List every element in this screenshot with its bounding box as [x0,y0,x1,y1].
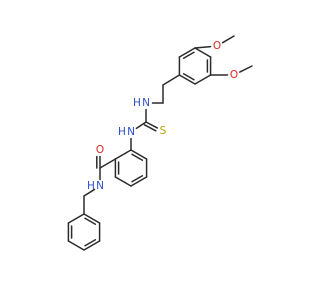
bond-ar2_c4-ar2_c5 [114,176,132,187]
bond-ar1_c3-ch2_a [162,74,181,86]
bond-cs-s-second [143,124,157,132]
atom-o1: O [213,40,221,52]
bond-ar3_c1-ar3_c2 [83,213,101,224]
atom-s: S [160,125,167,137]
bond-ar1_c1-ar1_c2 [178,47,196,58]
atom-hydrogen-nh3: H [87,180,95,192]
atom-hydrogen-nh1: H [133,97,141,109]
bond-ar3_c6-ar3_c1 [67,213,85,224]
atom-label-nh3: N [96,180,104,192]
bond-ar3_c3-ar3_c4-inner [84,238,97,247]
atom-label-o1: O [213,40,221,52]
bond-o2-methyl2 [239,65,253,73]
atom-nh1: NH [133,97,150,109]
atom-label-nh1: N [142,97,150,109]
bonds-layer [67,35,253,251]
bond-methyl1-o1 [221,35,235,44]
bond-ar1_c1-ar1_c2-inner [182,51,195,60]
atom-label-o3: O [96,144,104,156]
atom-label-o2: O [230,69,238,81]
bond-ar3_c1-ar3_c2-inner [84,217,97,226]
bond-nh3-ch2_c [83,188,96,197]
bond-ar1_c3-ar1_c4-inner [182,72,195,81]
bond-ar3_c4-ar3_c5 [67,240,85,251]
bond-ar1_c6-ar1_c1 [194,47,212,58]
bond-ar3_c3-ar3_c4 [83,240,101,251]
bond-ar2_c1-ar2_c2 [130,149,148,160]
atom-label-nh2: N [127,126,135,138]
bond-ar2_c6-c_amide [99,158,117,169]
bond-ar1_c3-ar1_c4 [178,74,196,85]
bond-ar2_c1-ar2_c2-inner [131,153,144,162]
bond-ar2_c6-ar2_c1 [114,149,132,160]
atom-o2: O [230,69,238,81]
atom-label-s: S [160,125,167,137]
bond-cs-s [145,121,159,129]
atom-nh2: NH [118,126,135,138]
bond-o1-ar1_c1 [194,45,212,49]
bond-ar2_c3-ar2_c4-inner [131,174,144,183]
atom-o3: O [96,144,104,156]
bond-ar2_c3-ar2_c4 [130,176,148,187]
atom-hydrogen-nh2: H [118,126,126,138]
atom-nh3: NH [87,180,104,192]
bond-ar1_c4-ar1_c5 [194,74,212,85]
bond-cs-nh2 [135,121,147,130]
canvas-background [0,0,300,300]
